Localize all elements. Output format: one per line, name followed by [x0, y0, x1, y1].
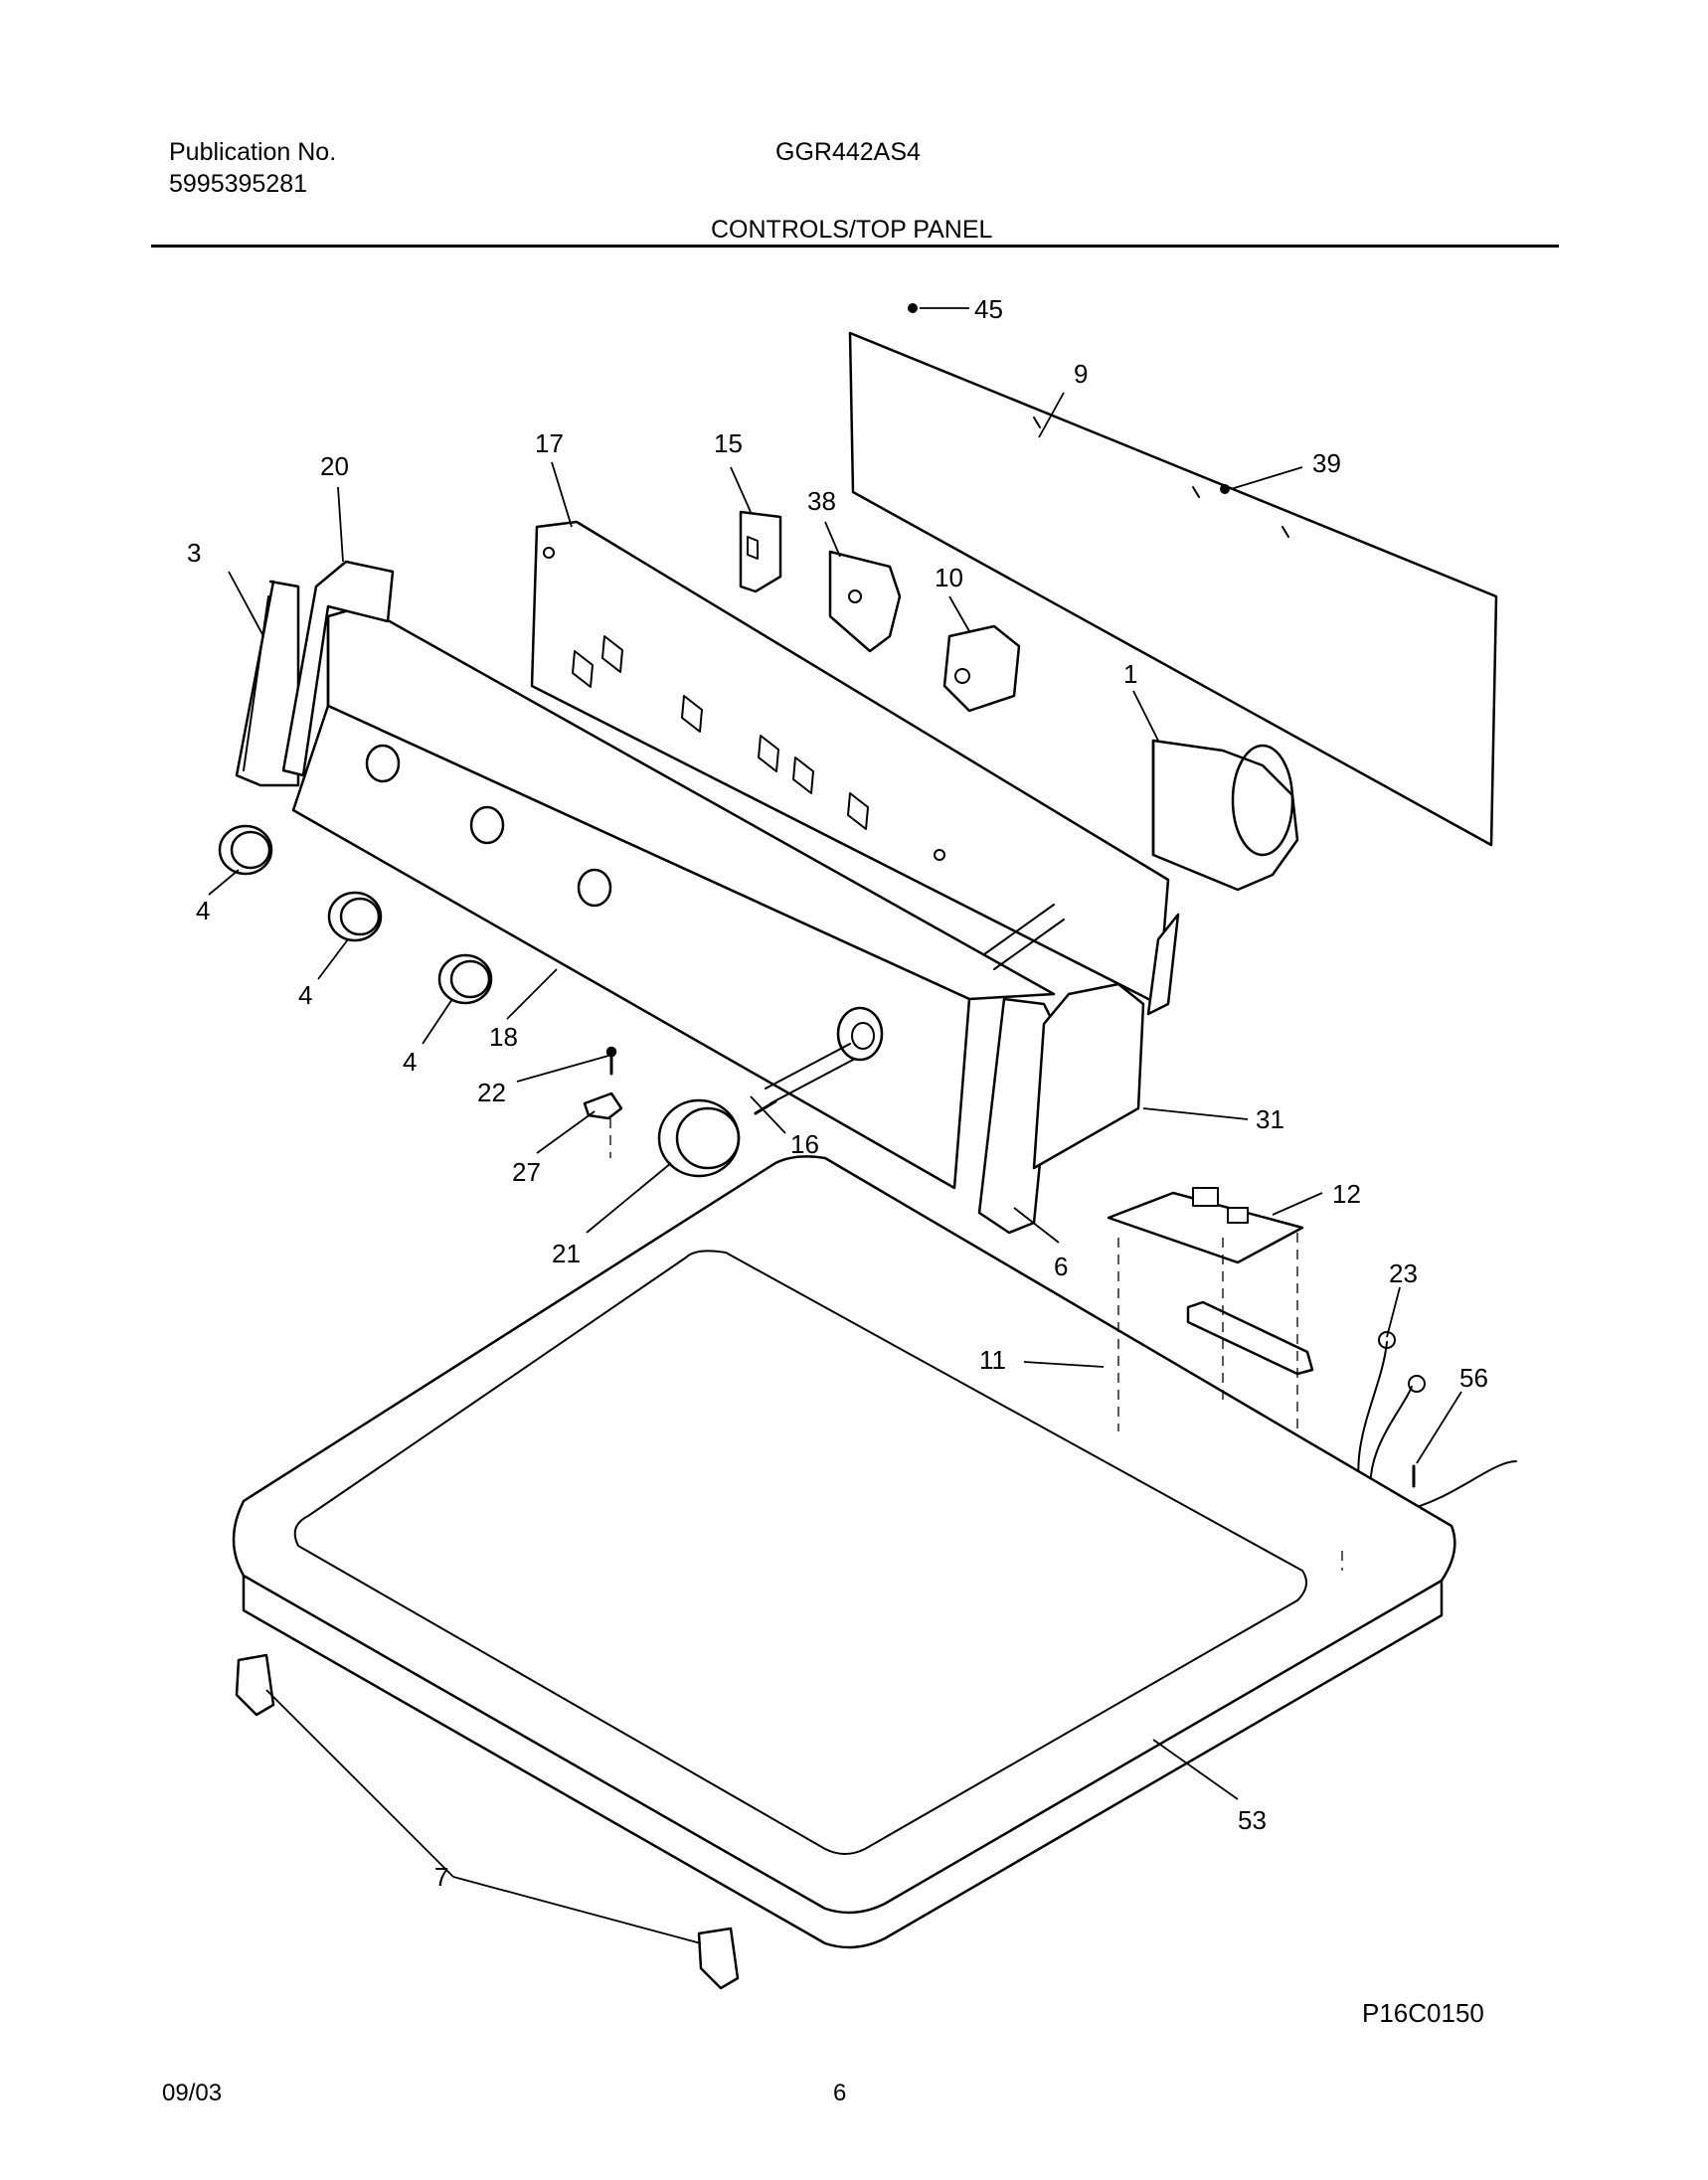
part-screw — [1220, 484, 1230, 494]
callout-6: 6 — [1054, 1252, 1068, 1281]
part-screw — [605, 1046, 617, 1076]
part-selector-switch — [828, 550, 902, 653]
part-knob — [437, 953, 493, 1005]
part-knob — [327, 891, 383, 942]
publication-date: 09/03 — [162, 2080, 223, 2106]
alignment-lines — [609, 1118, 1343, 1571]
callout-15: 15 — [714, 428, 743, 458]
part-top-panel — [232, 1155, 1456, 1949]
part-timer-knob — [657, 1098, 741, 1178]
part-board-support — [1186, 1300, 1314, 1376]
callout-4: 4 — [403, 1047, 417, 1077]
callout-20: 20 — [320, 451, 349, 481]
publication-label: Publication No. — [169, 138, 337, 166]
callout-1: 1 — [1123, 659, 1137, 689]
callout-23: 23 — [1389, 1258, 1418, 1288]
callout-17: 17 — [535, 428, 564, 458]
callout-22: 22 — [477, 1078, 506, 1107]
publication-number: 5995395281 — [169, 170, 308, 198]
callout-7: 7 — [434, 1862, 448, 1892]
model-number: GGR442AS4 — [775, 138, 921, 166]
callout-3: 3 — [187, 538, 201, 568]
part-screw — [754, 1099, 777, 1115]
callout-45: 45 — [974, 294, 1003, 324]
callout-9: 9 — [1074, 359, 1088, 389]
callout-4: 4 — [196, 896, 210, 925]
section-title: CONTROLS/TOP PANEL — [711, 216, 993, 244]
part-left-end-bracket — [281, 560, 395, 777]
part-control-board — [1107, 1187, 1304, 1264]
callout-4: 4 — [298, 980, 312, 1010]
callout-18: 18 — [489, 1022, 518, 1052]
callout-39: 39 — [1312, 448, 1341, 478]
part-left-end-cap — [235, 580, 300, 787]
callout-12: 12 — [1332, 1179, 1361, 1209]
part-top-panel-foot — [697, 1927, 740, 1990]
part-console — [291, 604, 1056, 1190]
part-knob — [218, 824, 273, 876]
drawing-code: P16C0150 — [1362, 1998, 1484, 2028]
part-switch — [739, 510, 782, 593]
callout-56: 56 — [1459, 1363, 1488, 1393]
part-right-end-bracket — [1032, 913, 1180, 1170]
part-timer — [1151, 739, 1299, 892]
callout-53: 53 — [1238, 1805, 1267, 1835]
part-top-panel-foot — [235, 1653, 275, 1717]
callout-38: 38 — [807, 486, 836, 516]
header-rule — [151, 245, 1559, 248]
part-screw — [908, 303, 918, 313]
part-temperature-switch — [942, 624, 1021, 713]
callout-11: 11 — [979, 1345, 1006, 1375]
callout-leader-lines — [208, 307, 1462, 1944]
part-rear-panel — [848, 331, 1498, 847]
connecting-shafts — [765, 904, 1065, 1104]
callout-21: 21 — [552, 1239, 581, 1268]
callout-31: 31 — [1256, 1104, 1284, 1134]
callout-16: 16 — [790, 1129, 819, 1159]
callout-10: 10 — [935, 563, 963, 592]
page-number: 6 — [833, 2080, 847, 2106]
callout-27: 27 — [512, 1157, 541, 1187]
